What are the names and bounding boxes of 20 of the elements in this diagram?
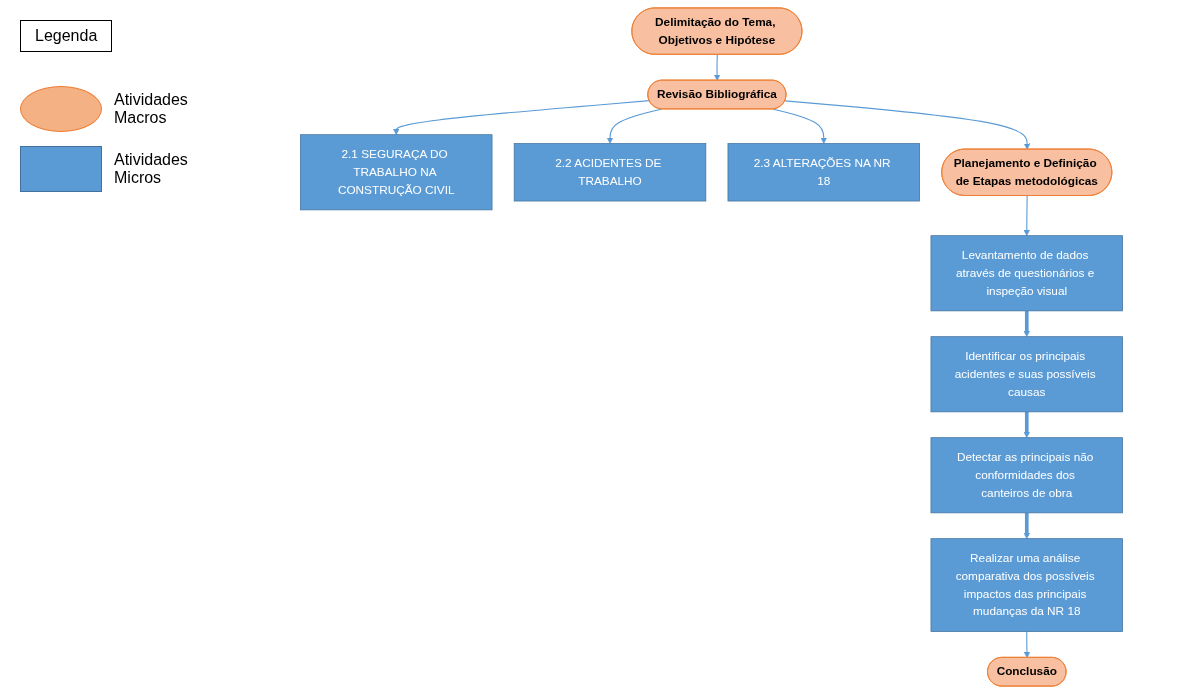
- node-box: Identificar os principais acidentes e suas possíveis causas: [930, 336, 1123, 413]
- arrow: [713, 54, 721, 81]
- legend-label: Atividades Macros: [114, 91, 189, 127]
- arrow: [1023, 411, 1030, 438]
- node-box: Detectar as principais não conformidades dos canteiros de obra: [930, 437, 1123, 514]
- node-box: Realizar uma análise comparativa dos possíveis impactos das principais mudanças da NR 18: [930, 538, 1123, 632]
- node-box: 2.2 ACIDENTES DE TRABALHO: [513, 143, 707, 202]
- arrow: [1023, 310, 1030, 337]
- arrow: [1023, 195, 1030, 236]
- arrow: [606, 108, 662, 144]
- legend-label: Atividades Micros: [114, 151, 189, 187]
- legend-title: Legenda: [20, 20, 113, 52]
- node-box: Levantamento de dados através de questionários e inspeção visual: [930, 235, 1123, 312]
- node-box: 2.1 SEGURAÇA DO TRABALHO NA CONSTRUÇÃO CIVIL: [300, 134, 493, 211]
- arrow: [772, 108, 828, 144]
- arrow: [393, 100, 650, 135]
- node-box: 2.3 ALTERAÇÕES NA NR 18: [727, 143, 920, 202]
- arrow: [1023, 512, 1030, 539]
- arrow: [784, 100, 1031, 150]
- arrow: [1023, 631, 1031, 658]
